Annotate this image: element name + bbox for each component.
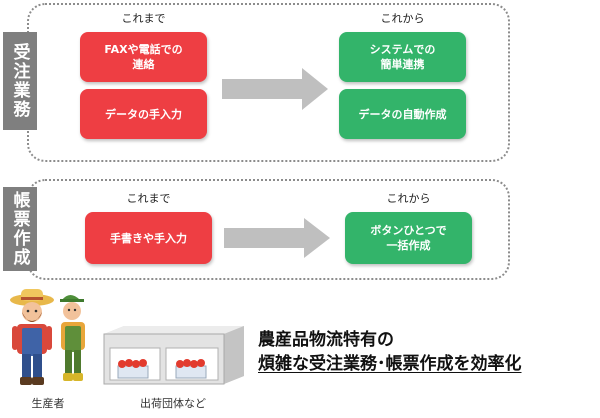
summary-headline-line2: 煩雑な受注業務･帳票作成を効率化 [258, 354, 522, 374]
order-after-box-auto-create: データの自動作成 [339, 89, 466, 139]
order-before-header: これまで [121, 12, 166, 25]
order-before-box-phone-fax: FAXや電話での 連絡 [80, 32, 207, 82]
form-before-box-handwritten: 手書きや手入力 [85, 212, 212, 264]
order-after-box-system-link: システムでの 簡単連携 [339, 32, 466, 82]
farmers-illustration [10, 289, 85, 385]
form-before-header: これまで [126, 192, 171, 205]
summary-headline-line1: 農産品物流特有の [258, 330, 394, 350]
shipping-facility-illustration [103, 326, 244, 385]
producer-caption: 生産者 [31, 397, 65, 410]
order-after-header: これから [380, 12, 425, 25]
summary-headline: 農産品物流特有の 煩雑な受注業務･帳票作成を効率化 [258, 328, 558, 376]
order-section-label: 受注業務 [3, 32, 37, 130]
form-after-box-one-button: ボタンひとつで 一括作成 [345, 212, 472, 264]
form-after-header: これから [386, 192, 431, 205]
shipping-group-caption: 出荷団体など [140, 397, 206, 410]
order-before-box-manual-entry: データの手入力 [80, 89, 207, 139]
order-flow-arrow [222, 68, 328, 110]
form-section-label: 帳票作成 [3, 187, 37, 271]
form-flow-arrow [224, 218, 330, 258]
